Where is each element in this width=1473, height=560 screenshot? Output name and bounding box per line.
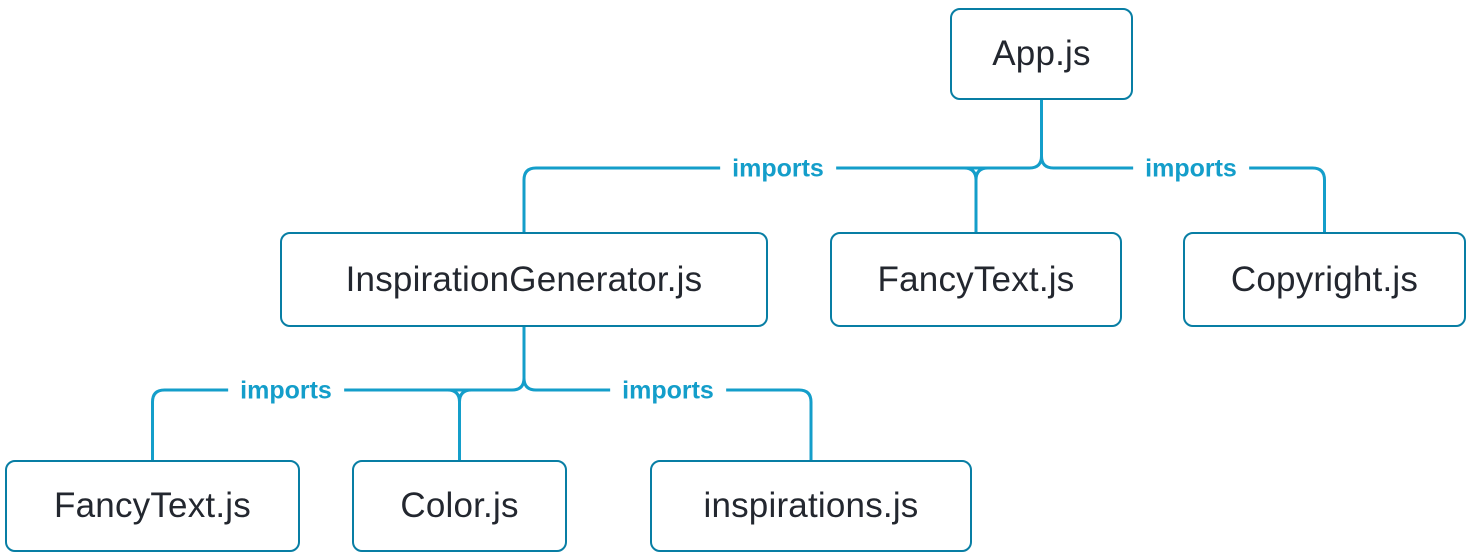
imports-label-app-inspirationgenerator: imports: [720, 156, 836, 182]
edge-inspirationgenerator-to-color: [446, 388, 473, 462]
imports-label-inspirationgenerator-inspirations: imports: [610, 378, 726, 404]
node-fancy-text-js-top: FancyText.js: [830, 232, 1122, 327]
node-app-js: App.js: [950, 8, 1133, 100]
node-color-js: Color.js: [352, 460, 567, 552]
node-inspiration-generator-js: InspirationGenerator.js: [280, 232, 768, 327]
node-copyright-js: Copyright.js: [1183, 232, 1466, 327]
edge-app-to-fancytext: [962, 166, 990, 234]
node-fancy-text-js-bottom: FancyText.js: [5, 460, 300, 552]
imports-label-inspirationgenerator-fancytext: imports: [228, 378, 344, 404]
node-inspirations-js: inspirations.js: [650, 460, 972, 552]
imports-label-app-copyright: imports: [1133, 156, 1249, 182]
